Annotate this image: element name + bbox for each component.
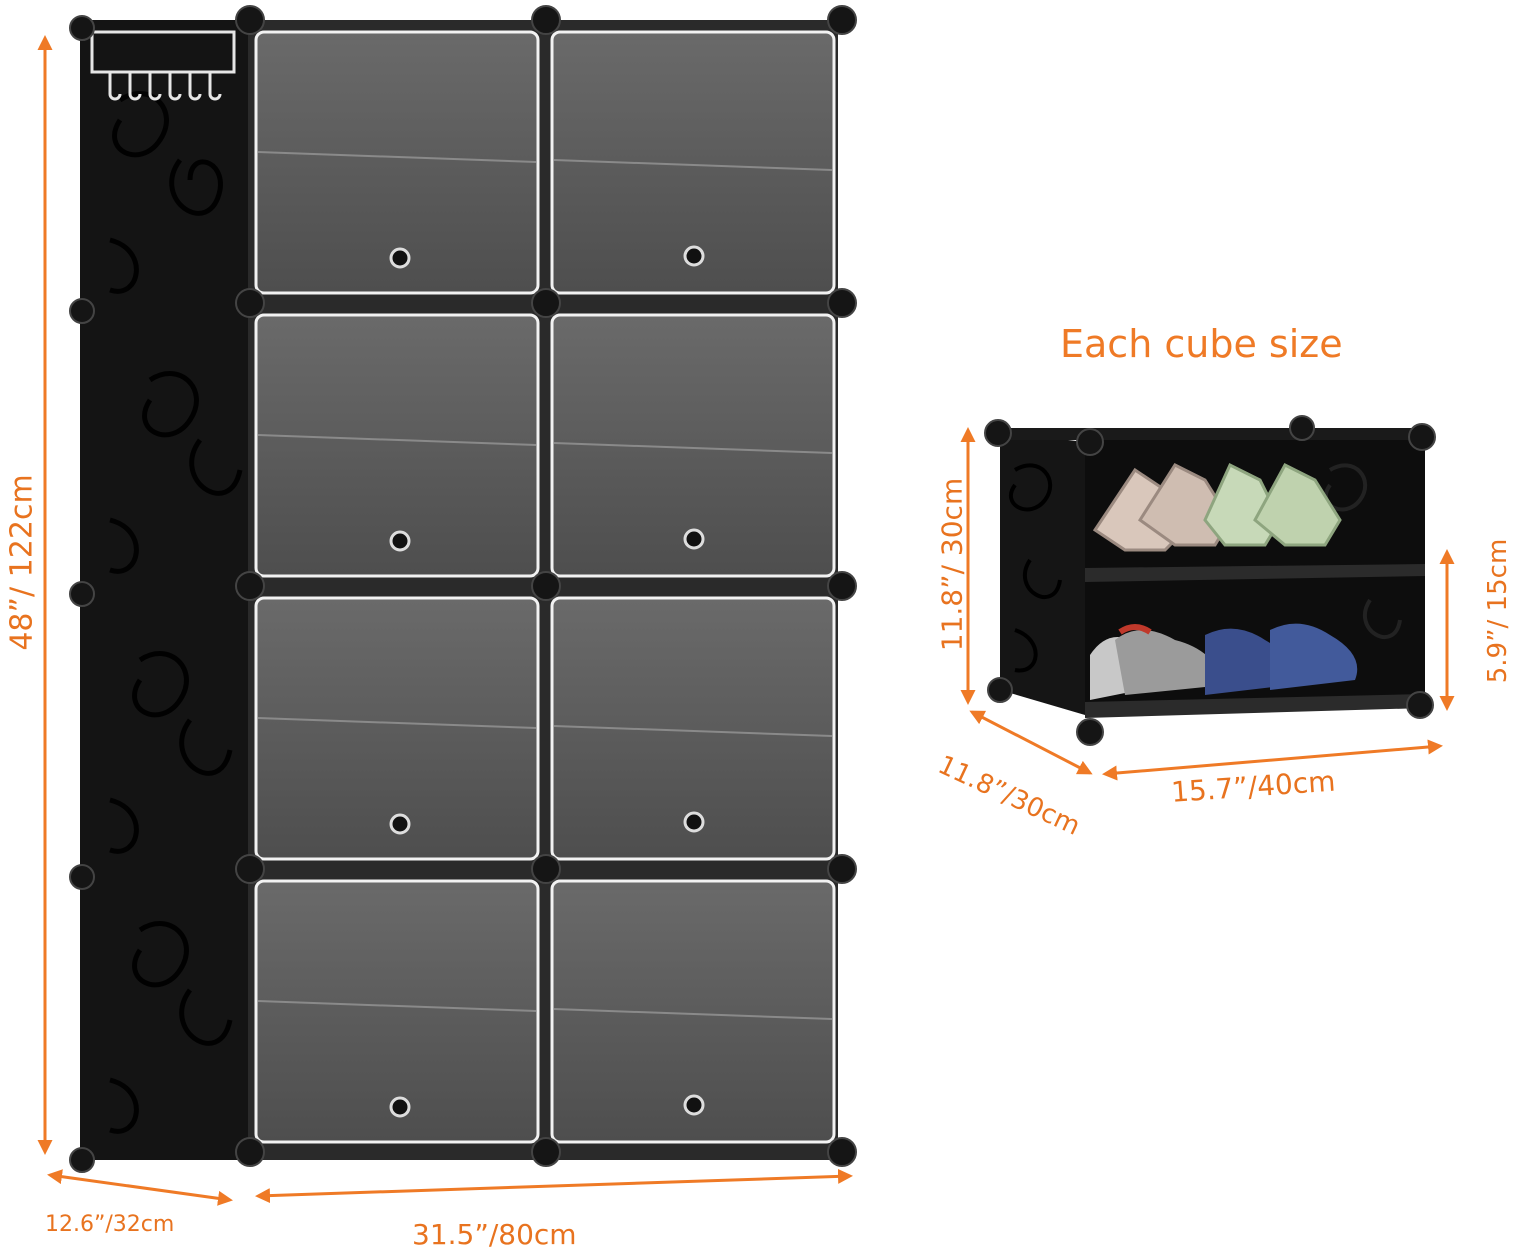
connector: [235, 1137, 265, 1167]
cabinet-door: [254, 313, 540, 578]
sandals: [1092, 462, 1342, 552]
door-knob: [389, 813, 411, 835]
door-knob: [389, 1096, 411, 1118]
cabinet-door: [550, 30, 836, 295]
connector: [69, 1147, 95, 1173]
cabinet-door: [550, 879, 836, 1144]
connector: [827, 1137, 857, 1167]
connector: [531, 288, 561, 318]
cube-middle-shelf: [1085, 564, 1425, 582]
connector: [531, 5, 561, 35]
cube-depth-arrow: [969, 710, 1093, 775]
connector: [235, 288, 265, 318]
connector: [69, 298, 95, 324]
cabinet-connectors: [69, 5, 857, 1173]
cube-connectors: [984, 415, 1436, 746]
connector: [531, 1137, 561, 1167]
cabinet-door: [254, 879, 540, 1144]
total-width-arrow: [255, 1168, 853, 1204]
door-knob: [683, 528, 705, 550]
door-knob: [389, 247, 411, 269]
swirl-pattern: [109, 91, 243, 1134]
cube-top-panel: [1000, 428, 1425, 440]
connector: [827, 571, 857, 601]
connector: [531, 854, 561, 884]
hook-rail: [90, 30, 236, 101]
total-height-label: 48”/ 122cm: [4, 474, 40, 651]
connector: [827, 288, 857, 318]
cabinet-side-panel: [80, 20, 252, 1160]
cube-size-title: Each cube size: [1060, 322, 1343, 366]
cube-width-arrow: [1102, 739, 1443, 781]
sneakers: [1090, 623, 1358, 700]
cube-shelf-height-label: 5.9”/ 15cm: [1483, 538, 1513, 684]
door-knob: [389, 530, 411, 552]
cabinet-door: [550, 313, 836, 578]
cabinet-door: [254, 30, 540, 295]
door-knob: [683, 1094, 705, 1116]
total-depth-label: 12.6”/32cm: [45, 1212, 175, 1237]
connector: [235, 571, 265, 601]
cabinet-door: [550, 596, 836, 861]
connector: [69, 581, 95, 607]
connector: [827, 5, 857, 35]
connector: [531, 571, 561, 601]
total-depth-arrow: [47, 1169, 233, 1206]
cabinet: [69, 5, 857, 1173]
cube-bottom-shelf: [1085, 694, 1425, 718]
cube-height-label: 11.8”/ 30cm: [935, 477, 969, 652]
door-knob: [683, 245, 705, 267]
connector: [827, 854, 857, 884]
door-knob: [683, 811, 705, 833]
connector: [69, 15, 95, 41]
single-cube: [984, 415, 1436, 746]
cube-side-panel: [1000, 432, 1085, 715]
connector: [235, 5, 265, 35]
connector: [235, 854, 265, 884]
total-width-label: 31.5”/80cm: [412, 1218, 577, 1251]
cabinet-doors: [254, 30, 836, 1144]
cabinet-door: [254, 596, 540, 861]
connector: [69, 864, 95, 890]
